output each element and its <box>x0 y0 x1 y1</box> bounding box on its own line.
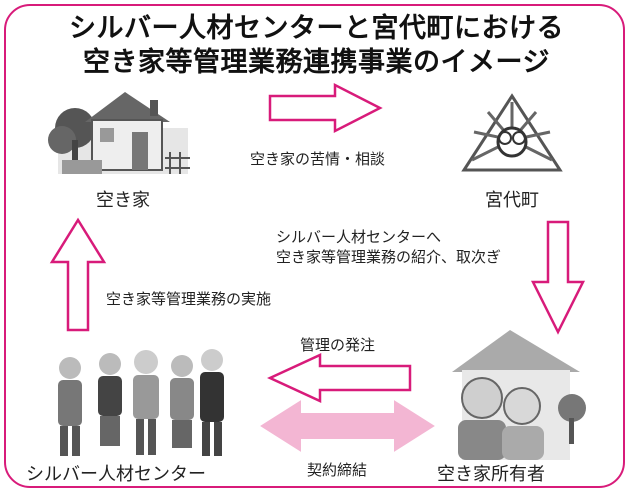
arrow-complaint <box>268 82 383 134</box>
vacant-house-illustration <box>48 92 190 174</box>
node-label-town: 宮代町 <box>485 190 539 211</box>
diagram-title-line1: シルバー人材センターと宮代町における <box>69 13 564 44</box>
node-label-silver-center: シルバー人材センター <box>26 464 206 485</box>
flow-label-complaint: 空き家の苦情・相談 <box>250 150 386 168</box>
flow-label-implementation: 空き家等管理業務の実施 <box>106 290 272 308</box>
arrow-contract <box>260 400 435 452</box>
node-label-owner: 空き家所有者 <box>437 464 545 485</box>
arrow-order <box>267 353 412 403</box>
arrow-implementation <box>49 217 107 332</box>
town-emblem-illustration <box>461 93 563 172</box>
owners-illustration <box>452 330 586 460</box>
flow-label-referral-line1: シルバー人材センターへ <box>276 228 442 246</box>
flow-label-referral-line2: 空き家等管理業務の紹介、取次ぎ <box>276 248 502 266</box>
diagram-title-line2: 空き家等管理業務連携事業のイメージ <box>83 47 550 78</box>
arrow-referral <box>530 220 586 335</box>
silver-workers-illustration <box>58 349 224 456</box>
node-label-akiya: 空き家 <box>96 190 150 211</box>
flow-label-contract: 契約締結 <box>307 461 368 479</box>
diagram-frame <box>4 4 625 488</box>
flow-label-order: 管理の発注 <box>300 336 376 354</box>
